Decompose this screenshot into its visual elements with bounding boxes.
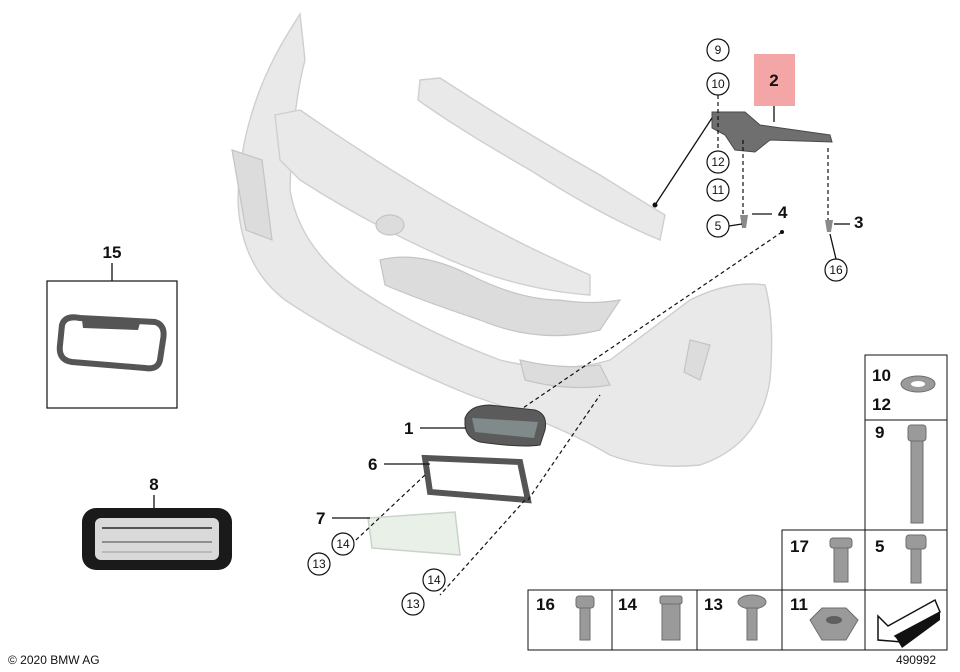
svg-text:14: 14 bbox=[427, 573, 441, 587]
svg-text:9: 9 bbox=[715, 43, 722, 57]
frame-part-15 bbox=[56, 314, 167, 372]
callout-4: 4 bbox=[778, 203, 788, 222]
callout-8: 8 bbox=[149, 475, 158, 494]
hardware-legend: 10 12 9 17 5 16 14 bbox=[527, 354, 948, 651]
diagram-id: 490992 bbox=[896, 653, 936, 667]
legend-label-12: 12 bbox=[872, 395, 891, 414]
support-strip bbox=[417, 77, 666, 241]
callout-circle-12: 12 bbox=[706, 150, 730, 174]
bracket-part-2 bbox=[711, 111, 833, 153]
long-bolt-icon bbox=[907, 424, 927, 524]
legend-label-17: 17 bbox=[790, 537, 809, 556]
callout-circle-9: 9 bbox=[706, 38, 730, 62]
callout-1: 1 bbox=[404, 419, 413, 438]
callout-6: 6 bbox=[368, 455, 377, 474]
svg-text:13: 13 bbox=[406, 597, 420, 611]
svg-text:10: 10 bbox=[711, 77, 725, 91]
bumper-cover bbox=[231, 11, 773, 467]
svg-text:11: 11 bbox=[712, 183, 725, 197]
callout-circle-14a: 14 bbox=[331, 532, 355, 556]
svg-text:5: 5 bbox=[715, 219, 722, 233]
callout-7: 7 bbox=[316, 509, 325, 528]
callout-circle-11: 11 bbox=[706, 178, 730, 202]
legend-label-13: 13 bbox=[704, 595, 723, 614]
expansion-nut-icon bbox=[829, 537, 853, 583]
legend-label-10: 10 bbox=[872, 366, 891, 385]
legend-label-5: 5 bbox=[875, 537, 884, 556]
legend-label-16: 16 bbox=[536, 595, 555, 614]
callout-circle-13a: 13 bbox=[307, 552, 331, 576]
short-bolt-icon bbox=[905, 534, 927, 584]
legend-label-9: 9 bbox=[875, 423, 884, 442]
rivet-nut-icon bbox=[659, 595, 683, 641]
callout-circle-10: 10 bbox=[706, 72, 730, 96]
callout-circle-14b: 14 bbox=[422, 568, 446, 592]
legend-label-11: 11 bbox=[790, 595, 808, 614]
copyright-text: © 2020 BMW AG bbox=[8, 653, 100, 667]
callout-circle-13b: 13 bbox=[401, 592, 425, 616]
legend-label-14: 14 bbox=[618, 595, 637, 614]
hex-nut-icon bbox=[809, 607, 859, 641]
callout-circle-5: 5 bbox=[706, 214, 730, 238]
grille-carrier bbox=[274, 109, 591, 296]
front-direction-arrow-icon bbox=[877, 598, 941, 648]
frame-part-6 bbox=[421, 454, 532, 504]
pan-screw-icon bbox=[737, 594, 767, 641]
cover-part-7 bbox=[367, 511, 461, 556]
flange-screw-icon bbox=[575, 595, 595, 641]
fog-lamp-part-1 bbox=[464, 404, 546, 447]
callout-3: 3 bbox=[854, 213, 863, 232]
highlight-box bbox=[754, 54, 795, 106]
callout-15: 15 bbox=[103, 243, 122, 262]
svg-text:13: 13 bbox=[312, 557, 326, 571]
svg-text:12: 12 bbox=[711, 155, 725, 169]
svg-text:14: 14 bbox=[336, 537, 350, 551]
inset-box-15 bbox=[46, 280, 178, 409]
callout-2: 2 bbox=[769, 71, 778, 90]
svg-text:16: 16 bbox=[829, 263, 843, 277]
fog-lamp-part-8 bbox=[82, 508, 232, 570]
callout-circle-16: 16 bbox=[824, 258, 848, 282]
